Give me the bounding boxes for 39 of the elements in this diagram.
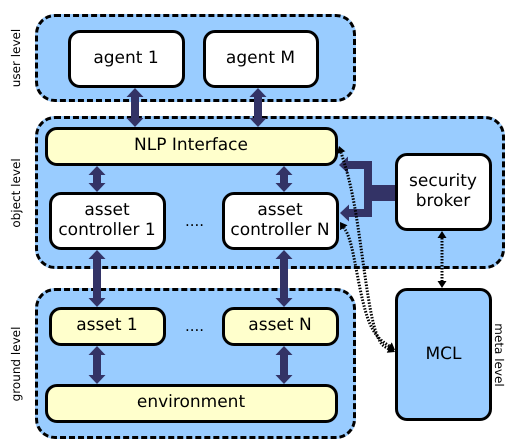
- node-label: agent M: [224, 48, 296, 68]
- node-label: asset 1: [75, 316, 139, 336]
- asset-box: [222, 306, 338, 346]
- mcl-box: [395, 288, 492, 421]
- arrow: [126, 88, 144, 127]
- node-label: asset controller N: [229, 200, 331, 240]
- level-label: meta level: [493, 322, 505, 386]
- ellipsis-label: ....: [185, 317, 204, 335]
- controller-box: [222, 192, 338, 250]
- arrow: [276, 166, 292, 192]
- node-label: asset controller 1: [57, 200, 157, 240]
- node-label: environment: [136, 393, 246, 413]
- arrow: [438, 231, 446, 288]
- arrow: [88, 250, 106, 307]
- node-label: asset N: [247, 316, 313, 336]
- arrow: [276, 346, 292, 384]
- node-label: NLP Interface: [133, 136, 249, 156]
- arrow: [88, 166, 106, 192]
- node-label: agent 1: [92, 48, 160, 68]
- arrow: [339, 156, 395, 193]
- level-label: object level: [10, 158, 22, 228]
- arrow: [250, 88, 266, 127]
- node-label: security broker: [408, 172, 478, 212]
- node-label: MCL: [424, 344, 462, 364]
- level-label: ground level: [10, 326, 22, 401]
- ellipsis-label: ....: [185, 212, 204, 230]
- agent-box: [68, 30, 184, 88]
- arrow: [340, 222, 395, 350]
- controller-box: [48, 192, 166, 250]
- arrow: [276, 250, 292, 307]
- interface-box: [44, 126, 338, 166]
- environment-box: [44, 384, 338, 422]
- level-label: user level: [10, 28, 22, 88]
- agent-box: [202, 30, 318, 88]
- arrow: [340, 193, 395, 222]
- arrow: [336, 146, 395, 353]
- broker-box: [394, 152, 492, 230]
- arrow: [88, 346, 106, 384]
- asset-box: [48, 306, 166, 346]
